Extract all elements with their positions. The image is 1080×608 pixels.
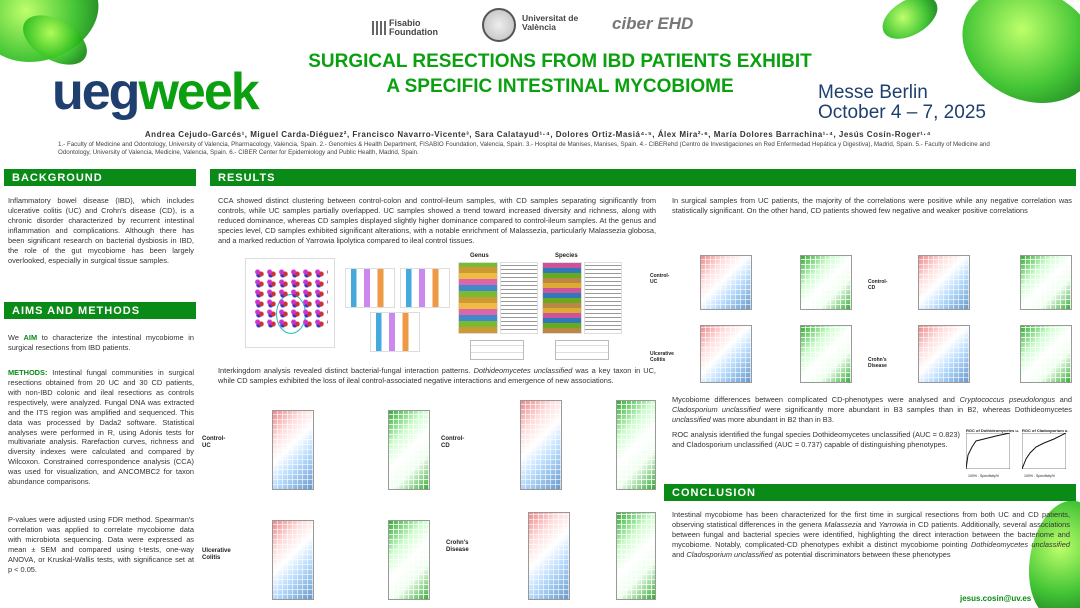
p4-i3: unclassified bbox=[672, 414, 711, 424]
concl-c: in CD patients. Additionally, several as… bbox=[672, 519, 1070, 549]
results-p5: ROC analysis identified the fungal speci… bbox=[672, 430, 960, 449]
uv-seal-logo bbox=[482, 8, 516, 42]
label-control-uc: Control-UC bbox=[202, 436, 226, 449]
label-right-uc: Ulcerative Colitis bbox=[650, 351, 674, 363]
cca-plot bbox=[245, 258, 335, 348]
aim-post: to characterize the intestinal mycobiome… bbox=[8, 333, 195, 352]
heatmap-uc-b bbox=[388, 520, 430, 600]
ciber-logo: ciber EHD bbox=[612, 14, 694, 33]
heatmap-cd-b bbox=[616, 512, 656, 600]
background-heading: BACKGROUND bbox=[4, 169, 196, 186]
conclusion-text: Intestinal mycobiome has been characteri… bbox=[672, 510, 1070, 560]
label-right-control-cd: Control-CD bbox=[868, 279, 888, 291]
p2-italic: Dothideomycetes unclassified bbox=[473, 366, 573, 375]
contact-email[interactable]: jesus.cosin@uv.es bbox=[960, 594, 1032, 603]
heatmap-control-uc-b bbox=[388, 410, 430, 490]
boxplot-c bbox=[370, 312, 420, 352]
heatmap-control-cd-b bbox=[616, 400, 656, 490]
concl-i3: Dothideomycetes unclassified bbox=[970, 539, 1070, 549]
heatmap-cd-a bbox=[528, 512, 570, 600]
boxplot-a bbox=[345, 268, 395, 308]
aims-heading: AIMS AND METHODS bbox=[4, 302, 196, 319]
label-uc: Ulcerative Colitis bbox=[202, 548, 231, 561]
dates: October 4 – 7, 2025 bbox=[818, 102, 986, 123]
roc2-plot bbox=[1021, 432, 1067, 470]
label-control-cd: Control-CD bbox=[441, 436, 465, 449]
p4-b: and bbox=[1059, 395, 1072, 404]
corr-control-cd-a bbox=[918, 255, 970, 310]
ueg-week-logo: uegweek bbox=[52, 63, 260, 121]
fisabio-logo-icon bbox=[372, 21, 386, 35]
poster-title: SURGICAL RESECTIONS FROM IBD PATIENTS EX… bbox=[308, 51, 812, 97]
affiliations: 1.- Faculty of Medicine and Odontology, … bbox=[58, 141, 990, 157]
ueg-text: ueg bbox=[52, 63, 140, 121]
corr-control-uc-a bbox=[700, 255, 752, 310]
roc2-title: ROC of Cladosporium u. bbox=[1022, 428, 1069, 433]
conclusion-heading: CONCLUSION bbox=[664, 484, 1076, 501]
species-legend bbox=[584, 262, 622, 334]
label-right-control-uc: Control-UC bbox=[650, 273, 670, 285]
p2-pre: Interkingdom analysis revealed distinct … bbox=[218, 366, 471, 375]
results-p3: In surgical samples from UC patients, th… bbox=[672, 196, 1072, 215]
background-text: Inflammatory bowel disease (IBD), which … bbox=[8, 196, 194, 265]
aim-text: We AIM to characterize the intestinal my… bbox=[8, 333, 194, 353]
concl-i4: Cladosporium unclassified bbox=[686, 549, 773, 559]
corr-control-cd-b bbox=[1020, 255, 1072, 310]
roc-curve-2: ROC of Cladosporium u. 100% - Specificit… bbox=[1018, 428, 1074, 483]
corr-uc-a bbox=[700, 325, 752, 383]
label-cd: Crohn's Disease bbox=[446, 540, 469, 553]
species-stats-table bbox=[555, 340, 609, 360]
aim-word: AIM bbox=[23, 333, 38, 342]
concl-a: Intestinal mycobiome has been characteri… bbox=[672, 510, 1070, 529]
roc-curve-1: ROC of Dothideomycetes u. 100% - Specifi… bbox=[962, 428, 1019, 483]
concl-d: and bbox=[672, 549, 685, 559]
authors: Andrea Cejudo-Garcés¹, Miguel Carda-Diég… bbox=[144, 130, 932, 139]
corr-uc-b bbox=[800, 325, 852, 383]
concl-i2: Yarrowia bbox=[878, 519, 908, 529]
roc1-plot bbox=[965, 432, 1011, 470]
genus-stacked-bar bbox=[458, 262, 498, 334]
methods-text: METHODS: Intestinal fungal communities i… bbox=[8, 368, 194, 487]
cca-scatter bbox=[254, 269, 328, 329]
venue: Messe Berlin bbox=[818, 82, 928, 103]
concl-b: and bbox=[863, 519, 877, 529]
roc1-xlabel: 100% - Specificity% bbox=[968, 474, 999, 478]
stats-text: P-values were adjusted using FDR method.… bbox=[8, 515, 194, 574]
concl-i1: Malassezia bbox=[824, 519, 862, 529]
corr-cd-b bbox=[1020, 325, 1072, 383]
p4-i1: Cryptococcus pseudolongus bbox=[959, 395, 1056, 404]
fisabio-logo: Fisabio Foundation bbox=[372, 14, 454, 42]
genus-legend bbox=[500, 262, 538, 334]
label-right-cd: Crohn's Disease bbox=[868, 357, 887, 369]
results-heading: RESULTS bbox=[210, 169, 1076, 186]
uv-logo-text: Universitat de València bbox=[522, 13, 579, 33]
roc1-title: ROC of Dothideomycetes u. bbox=[966, 428, 1019, 433]
aim-pre: We bbox=[8, 333, 19, 342]
p4-a: Mycobiome differences between complicate… bbox=[672, 395, 955, 404]
results-p4: Mycobiome differences between complicate… bbox=[672, 395, 1072, 425]
heatmap-control-cd-a bbox=[520, 400, 562, 490]
roc2-xlabel: 100% - Specificity% bbox=[1024, 474, 1055, 478]
corr-cd-a bbox=[918, 325, 970, 383]
p4-i2: Cladosporium unclassified bbox=[672, 404, 761, 414]
results-p2: Interkingdom analysis revealed distinct … bbox=[218, 366, 656, 386]
p2-post: was a key taxon in UC, while CD samples … bbox=[218, 366, 656, 385]
methods-body: Intestinal fungal communities in surgica… bbox=[8, 368, 194, 487]
boxplot-b bbox=[400, 268, 450, 308]
genus-stats-table bbox=[470, 340, 524, 360]
heatmap-control-uc-a bbox=[272, 410, 314, 490]
p4-d: was more abundant in B2 than in B3. bbox=[712, 414, 834, 424]
decorative-leaf-top-right-2 bbox=[875, 0, 945, 48]
concl-e: as potential discriminators between thes… bbox=[774, 549, 951, 559]
fisabio-logo-text: Fisabio Foundation bbox=[389, 17, 438, 37]
p4-c: were significantly more abundant in B3 s… bbox=[764, 404, 1072, 414]
heatmap-uc-a bbox=[272, 520, 314, 600]
results-p1: CCA showed distinct clustering between c… bbox=[218, 196, 656, 245]
genus-label: Genus bbox=[470, 253, 489, 259]
species-stacked-bar bbox=[542, 262, 582, 334]
methods-label: METHODS: bbox=[8, 368, 48, 377]
corr-control-uc-b bbox=[800, 255, 852, 310]
week-text: week bbox=[138, 63, 259, 121]
species-label: Species bbox=[555, 253, 578, 259]
